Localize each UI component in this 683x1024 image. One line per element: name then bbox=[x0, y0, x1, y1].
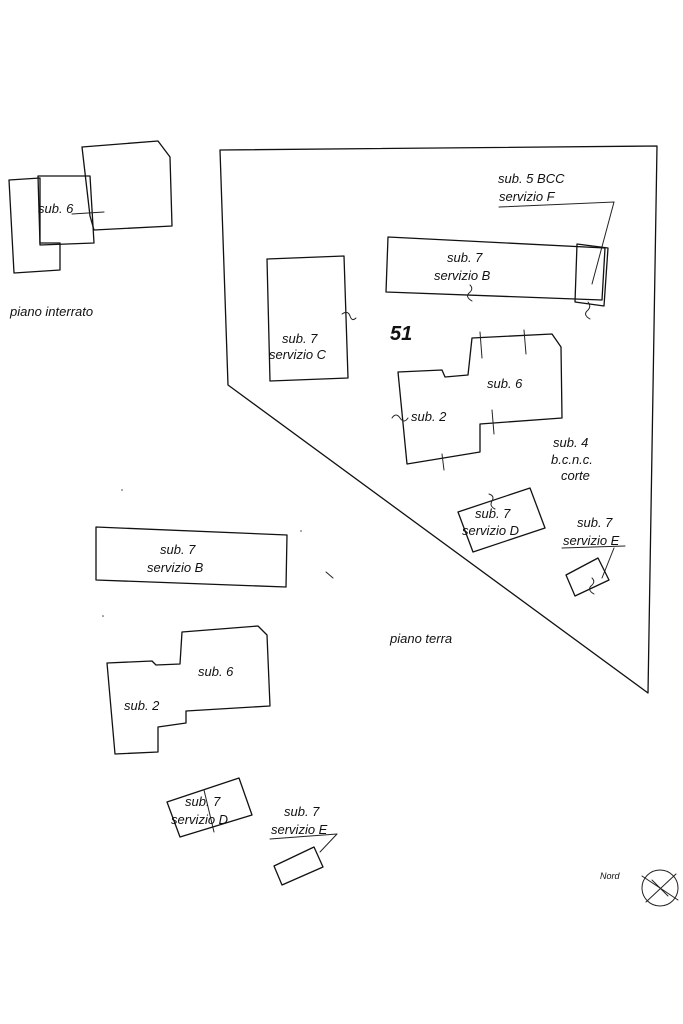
basement-plan: sub. 6 bbox=[8, 140, 173, 274]
parcel-sub7b-room bbox=[385, 236, 606, 301]
parcel-tick-4 bbox=[441, 453, 445, 471]
parcel-tick-2 bbox=[523, 329, 527, 355]
parcel-51: 51 sub. 5 BCC servizio F sub. 7 servizio… bbox=[219, 145, 658, 694]
parcel-sub6-label: sub. 6 bbox=[487, 376, 523, 391]
ground-sub7e-room bbox=[273, 846, 324, 886]
parcel-sub2-label: sub. 2 bbox=[411, 409, 447, 424]
ground-sub7d-label-2: servizio D bbox=[171, 812, 228, 827]
parcel-sub6-sub2-building bbox=[397, 333, 563, 465]
ground-sub7b-label-2: servizio B bbox=[147, 560, 204, 575]
north-arrow-icon bbox=[641, 869, 679, 907]
parcel-sub4-label-1: sub. 4 bbox=[553, 435, 588, 450]
parcel-number: 51 bbox=[390, 323, 412, 345]
parcel-tick-3 bbox=[491, 409, 495, 435]
parcel-sub5-label-2: servizio F bbox=[499, 189, 556, 204]
parcel-sub7e-label-2: servizio E bbox=[563, 533, 620, 548]
ground-sub7d-label-1: sub. 7 bbox=[185, 794, 221, 809]
parcel-sub2-squiggle bbox=[391, 414, 409, 422]
parcel-boundary bbox=[219, 145, 658, 694]
ground-sub6-label: sub. 6 bbox=[198, 664, 234, 679]
basement-leader-line bbox=[71, 211, 105, 215]
ground-sub7e-label-1: sub. 7 bbox=[284, 804, 320, 819]
parcel-sub4-label-3: corte bbox=[561, 468, 590, 483]
parcel-sub7e-leader bbox=[601, 547, 615, 579]
ground-sub7d-room bbox=[166, 777, 253, 838]
parcel-sub7c-squiggle bbox=[341, 311, 357, 321]
parcel-sub7e-underline bbox=[561, 545, 626, 549]
parcel-sub7e-label-1: sub. 7 bbox=[577, 515, 613, 530]
basement-sub6-room bbox=[37, 175, 95, 246]
basement-sub6-label: sub. 6 bbox=[38, 201, 74, 216]
parcel-sub7d-squiggle bbox=[488, 493, 496, 510]
parcel-sub7c-label-2: servizio C bbox=[269, 347, 327, 362]
ground-sub2-label: sub. 2 bbox=[124, 698, 160, 713]
ground-sub7e-underline bbox=[269, 833, 338, 840]
north-label: Nord bbox=[600, 871, 621, 881]
ground-sub7d-divider bbox=[203, 789, 215, 833]
parcel-sub7c-label-1: sub. 7 bbox=[282, 331, 318, 346]
piano-terra-label: piano terra bbox=[389, 631, 452, 646]
parcel-sub7b-label-2: servizio B bbox=[434, 268, 491, 283]
parcel-sub7c-room bbox=[266, 255, 349, 382]
parcel-sub7d-label-1: sub. 7 bbox=[475, 506, 511, 521]
scan-specks bbox=[102, 489, 334, 617]
north-indicator: Nord bbox=[600, 869, 679, 907]
parcel-tick-1 bbox=[479, 331, 483, 359]
ground-sub7b-label-1: sub. 7 bbox=[160, 542, 196, 557]
parcel-sub7e-room bbox=[565, 557, 610, 597]
parcel-sub7b-label-1: sub. 7 bbox=[447, 250, 483, 265]
ground-floor-plan: sub. 7 servizio B sub. 6 sub. 2 sub. 7 s… bbox=[95, 526, 338, 886]
basement-outline-right bbox=[81, 140, 173, 231]
parcel-sub4-label-2: b.c.n.c. bbox=[551, 452, 593, 467]
parcel-sub7e-squiggle bbox=[589, 577, 595, 595]
parcel-sub7d-room bbox=[457, 487, 546, 553]
parcel-sub5-squiggle bbox=[585, 301, 591, 320]
ground-sub7e-leader bbox=[319, 833, 338, 853]
parcel-sub7d-label-2: servizio D bbox=[462, 523, 519, 538]
ground-sub6-sub2-building bbox=[106, 625, 271, 755]
parcel-sub5-label-1: sub. 5 BCC bbox=[498, 171, 565, 186]
ground-sub7e-label-2: servizio E bbox=[271, 822, 328, 837]
piano-interrato-label: piano interrato bbox=[9, 304, 93, 319]
parcel-sub5-leader bbox=[498, 201, 615, 285]
basement-outline-left bbox=[8, 177, 61, 274]
parcel-sub7f-annex bbox=[574, 243, 609, 307]
ground-sub7b-room bbox=[95, 526, 288, 588]
parcel-sub7b-squiggle bbox=[467, 284, 473, 302]
